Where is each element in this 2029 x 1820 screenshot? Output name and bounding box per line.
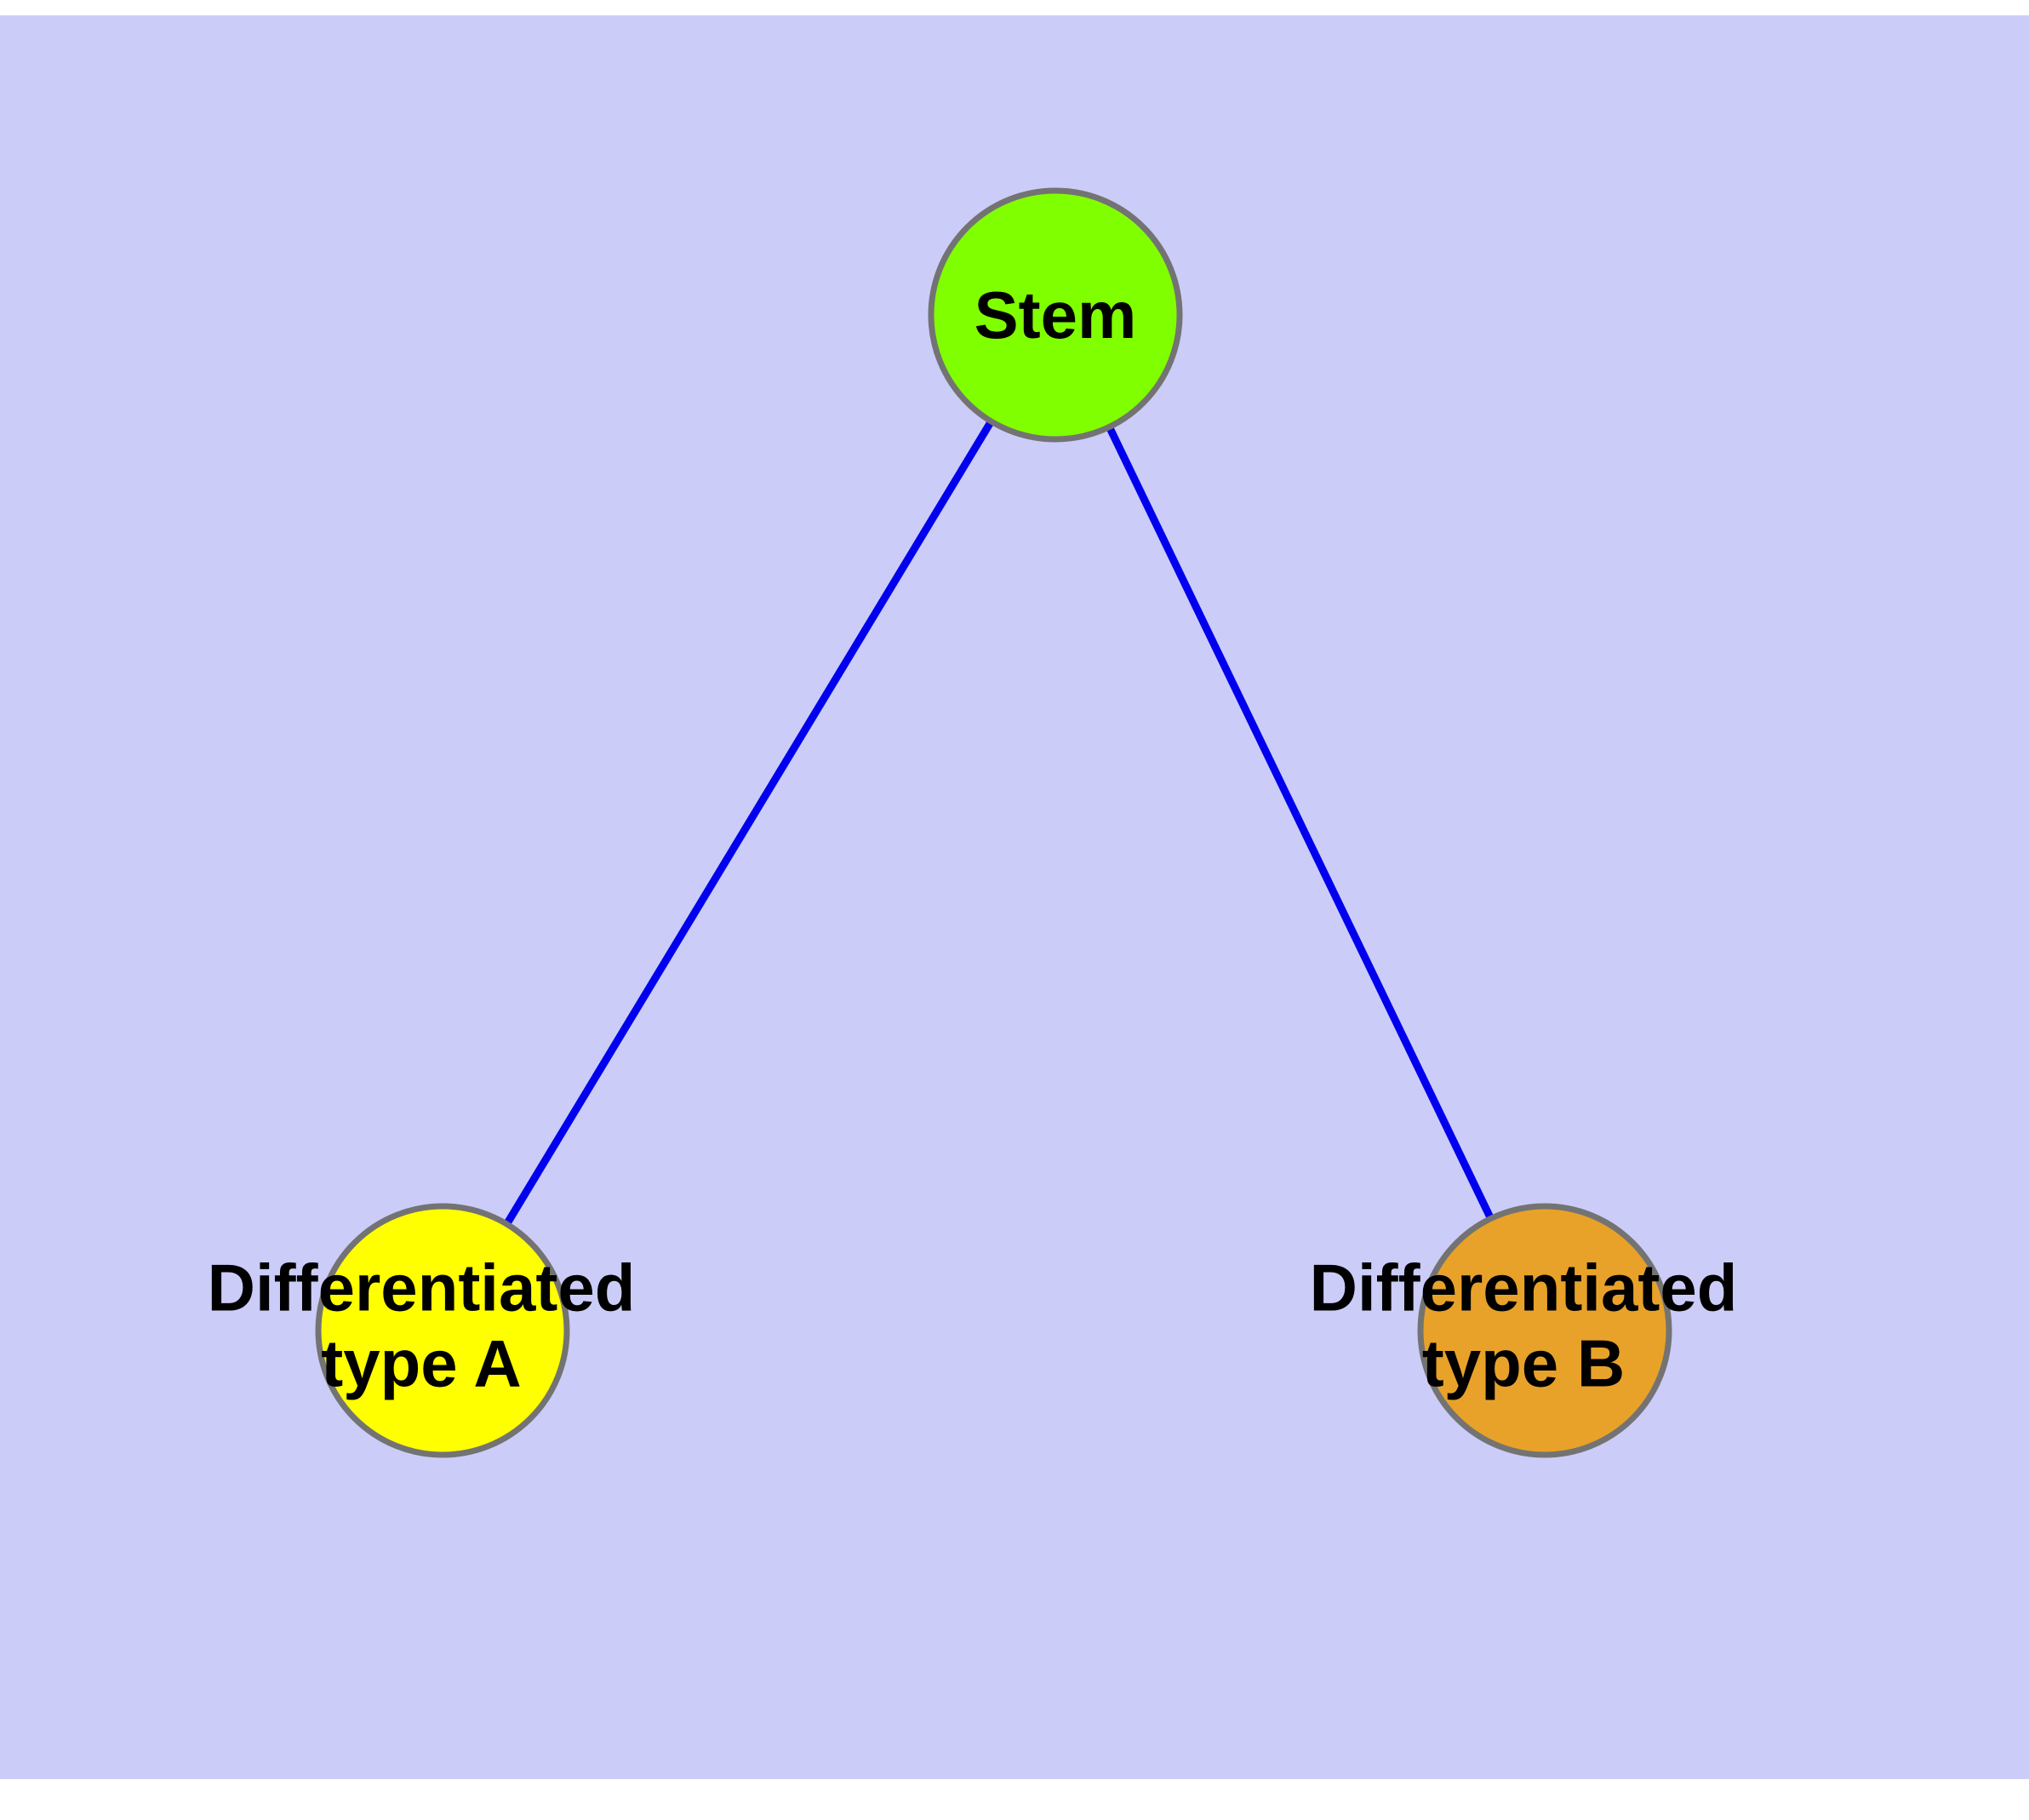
edge-stem-to-b[interactable] [1051,313,1549,1332]
node-label-line: Differentiated [208,1250,636,1325]
edges-group [439,312,1549,1333]
node-circle-diff_a[interactable] [315,1203,570,1458]
node-circle-stem[interactable] [928,187,1183,443]
node-label-line: type A [321,1325,522,1400]
node-label-line: Stem [974,278,1137,352]
node-label-line: Differentiated [1310,1250,1738,1325]
edge-stem-to-a[interactable] [439,312,1059,1333]
node-label-stem: Stem [974,278,1137,352]
node-label-line: type B [1422,1325,1625,1400]
node-circle-diff_b[interactable] [1417,1203,1672,1458]
node-stem[interactable]: Stem [928,187,1183,443]
